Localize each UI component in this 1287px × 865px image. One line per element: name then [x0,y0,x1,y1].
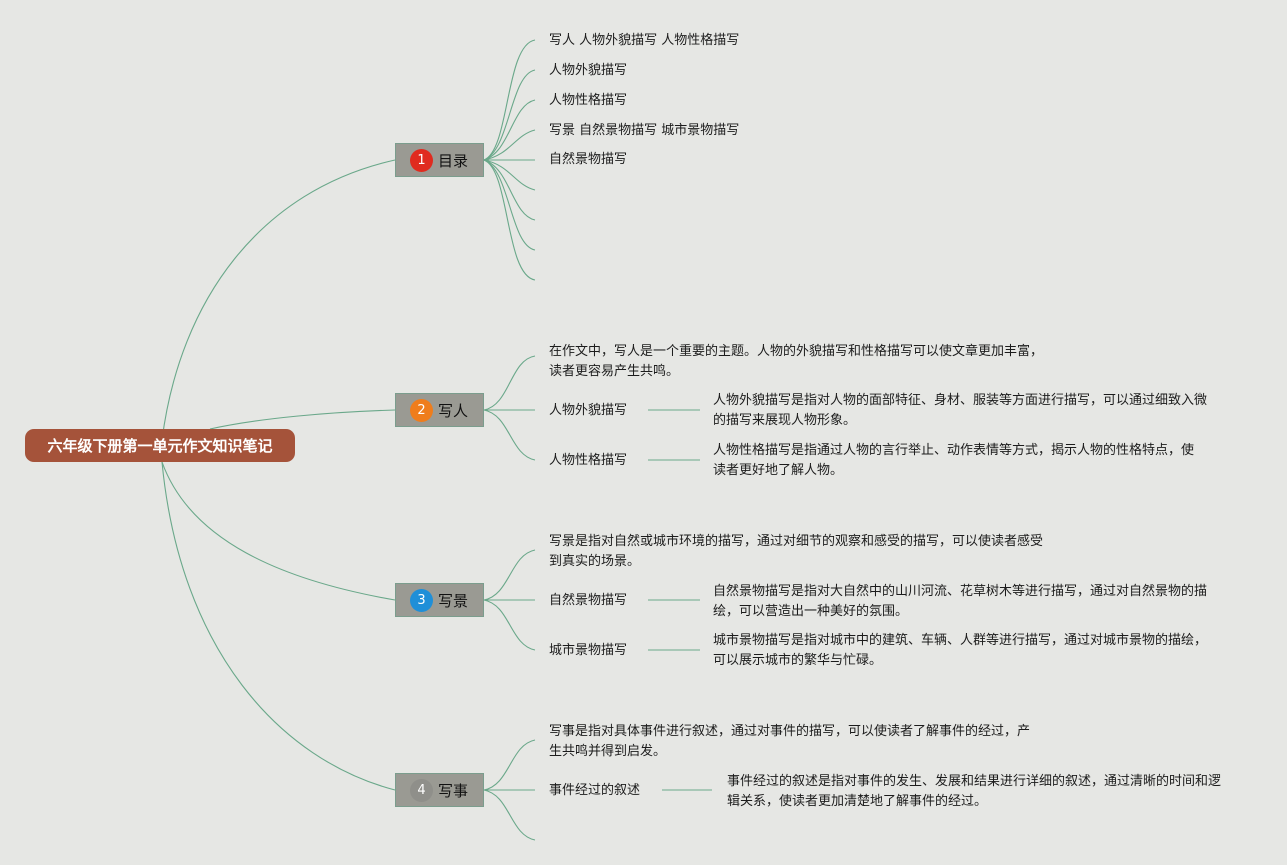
contents-item[interactable]: 人物外貌描写 [549,63,628,78]
sub-node-desc[interactable]: 事件经过的叙述是指对事件的发生、发展和结果进行详细的叙述，通过清晰的时间和逻辑关… [727,774,1222,809]
link-root-b3 [161,461,396,601]
branch-title: 写事 [438,781,469,800]
sub-node-city[interactable]: 城市景物描写 [549,643,628,658]
root-node[interactable]: 六年级下册第一单元作文知识笔记 [25,429,295,462]
number-3-icon: 3 [410,588,433,612]
number-2-icon: 2 [410,398,433,422]
branch-node-contents[interactable]: 1 目录 [395,143,484,177]
sub-node-character[interactable]: 人物性格描写 [549,453,628,468]
contents-item[interactable]: 自然景物描写 [549,152,628,167]
sub-node-nature[interactable]: 自然景物描写 [549,593,628,608]
branch-title: 写人 [438,401,469,420]
sub-node-event-narration[interactable]: 事件经过的叙述 [549,783,641,798]
sub-node-desc[interactable]: 人物外貌描写是指对人物的面部特征、身材、服装等方面进行描写，可以通过细致入微的描… [713,393,1208,428]
sub-node-desc[interactable]: 自然景物描写是指对大自然中的山川河流、花草树木等进行描写，通过对自然景物的描绘，… [713,584,1208,619]
link-root-b4 [161,461,396,791]
link-root-b2 [209,409,396,430]
sub-node-appearance[interactable]: 人物外貌描写 [549,403,628,418]
contents-item[interactable]: 人物性格描写 [549,93,628,108]
number-1-icon: 1 [410,148,433,172]
sub-node-desc[interactable]: 城市景物描写是指对城市中的建筑、车辆、人群等进行描写，通过对城市景物的描绘，可以… [713,633,1208,668]
branch-intro[interactable]: 写事是指对具体事件进行叙述，通过对事件的描写，可以使读者了解事件的经过，产生共鸣… [549,724,1031,759]
branch-intro[interactable]: 在作文中，写人是一个重要的主题。人物的外貌描写和性格描写可以使文章更加丰富，读者… [549,344,1044,379]
branch-node-people[interactable]: 2 写人 [395,393,484,427]
sub-node-desc[interactable]: 人物性格描写是指通过人物的言行举止、动作表情等方式，揭示人物的性格特点，使读者更… [713,443,1195,478]
branch-node-events[interactable]: 4 写事 [395,773,484,807]
contents-item[interactable]: 写人 人物外貌描写 人物性格描写 [549,33,740,48]
branch-title: 目录 [438,151,469,170]
contents-item[interactable]: 写景 自然景物描写 城市景物描写 [549,123,740,138]
branch-node-scenery[interactable]: 3 写景 [395,583,484,617]
branch-title: 写景 [438,591,469,610]
link-root-b1 [161,159,396,441]
root-title: 六年级下册第一单元作文知识笔记 [47,437,273,455]
branch-intro[interactable]: 写景是指对自然或城市环境的描写，通过对细节的观察和感受的描写，可以使读者感受到真… [549,534,1044,569]
number-4-icon: 4 [410,778,433,802]
